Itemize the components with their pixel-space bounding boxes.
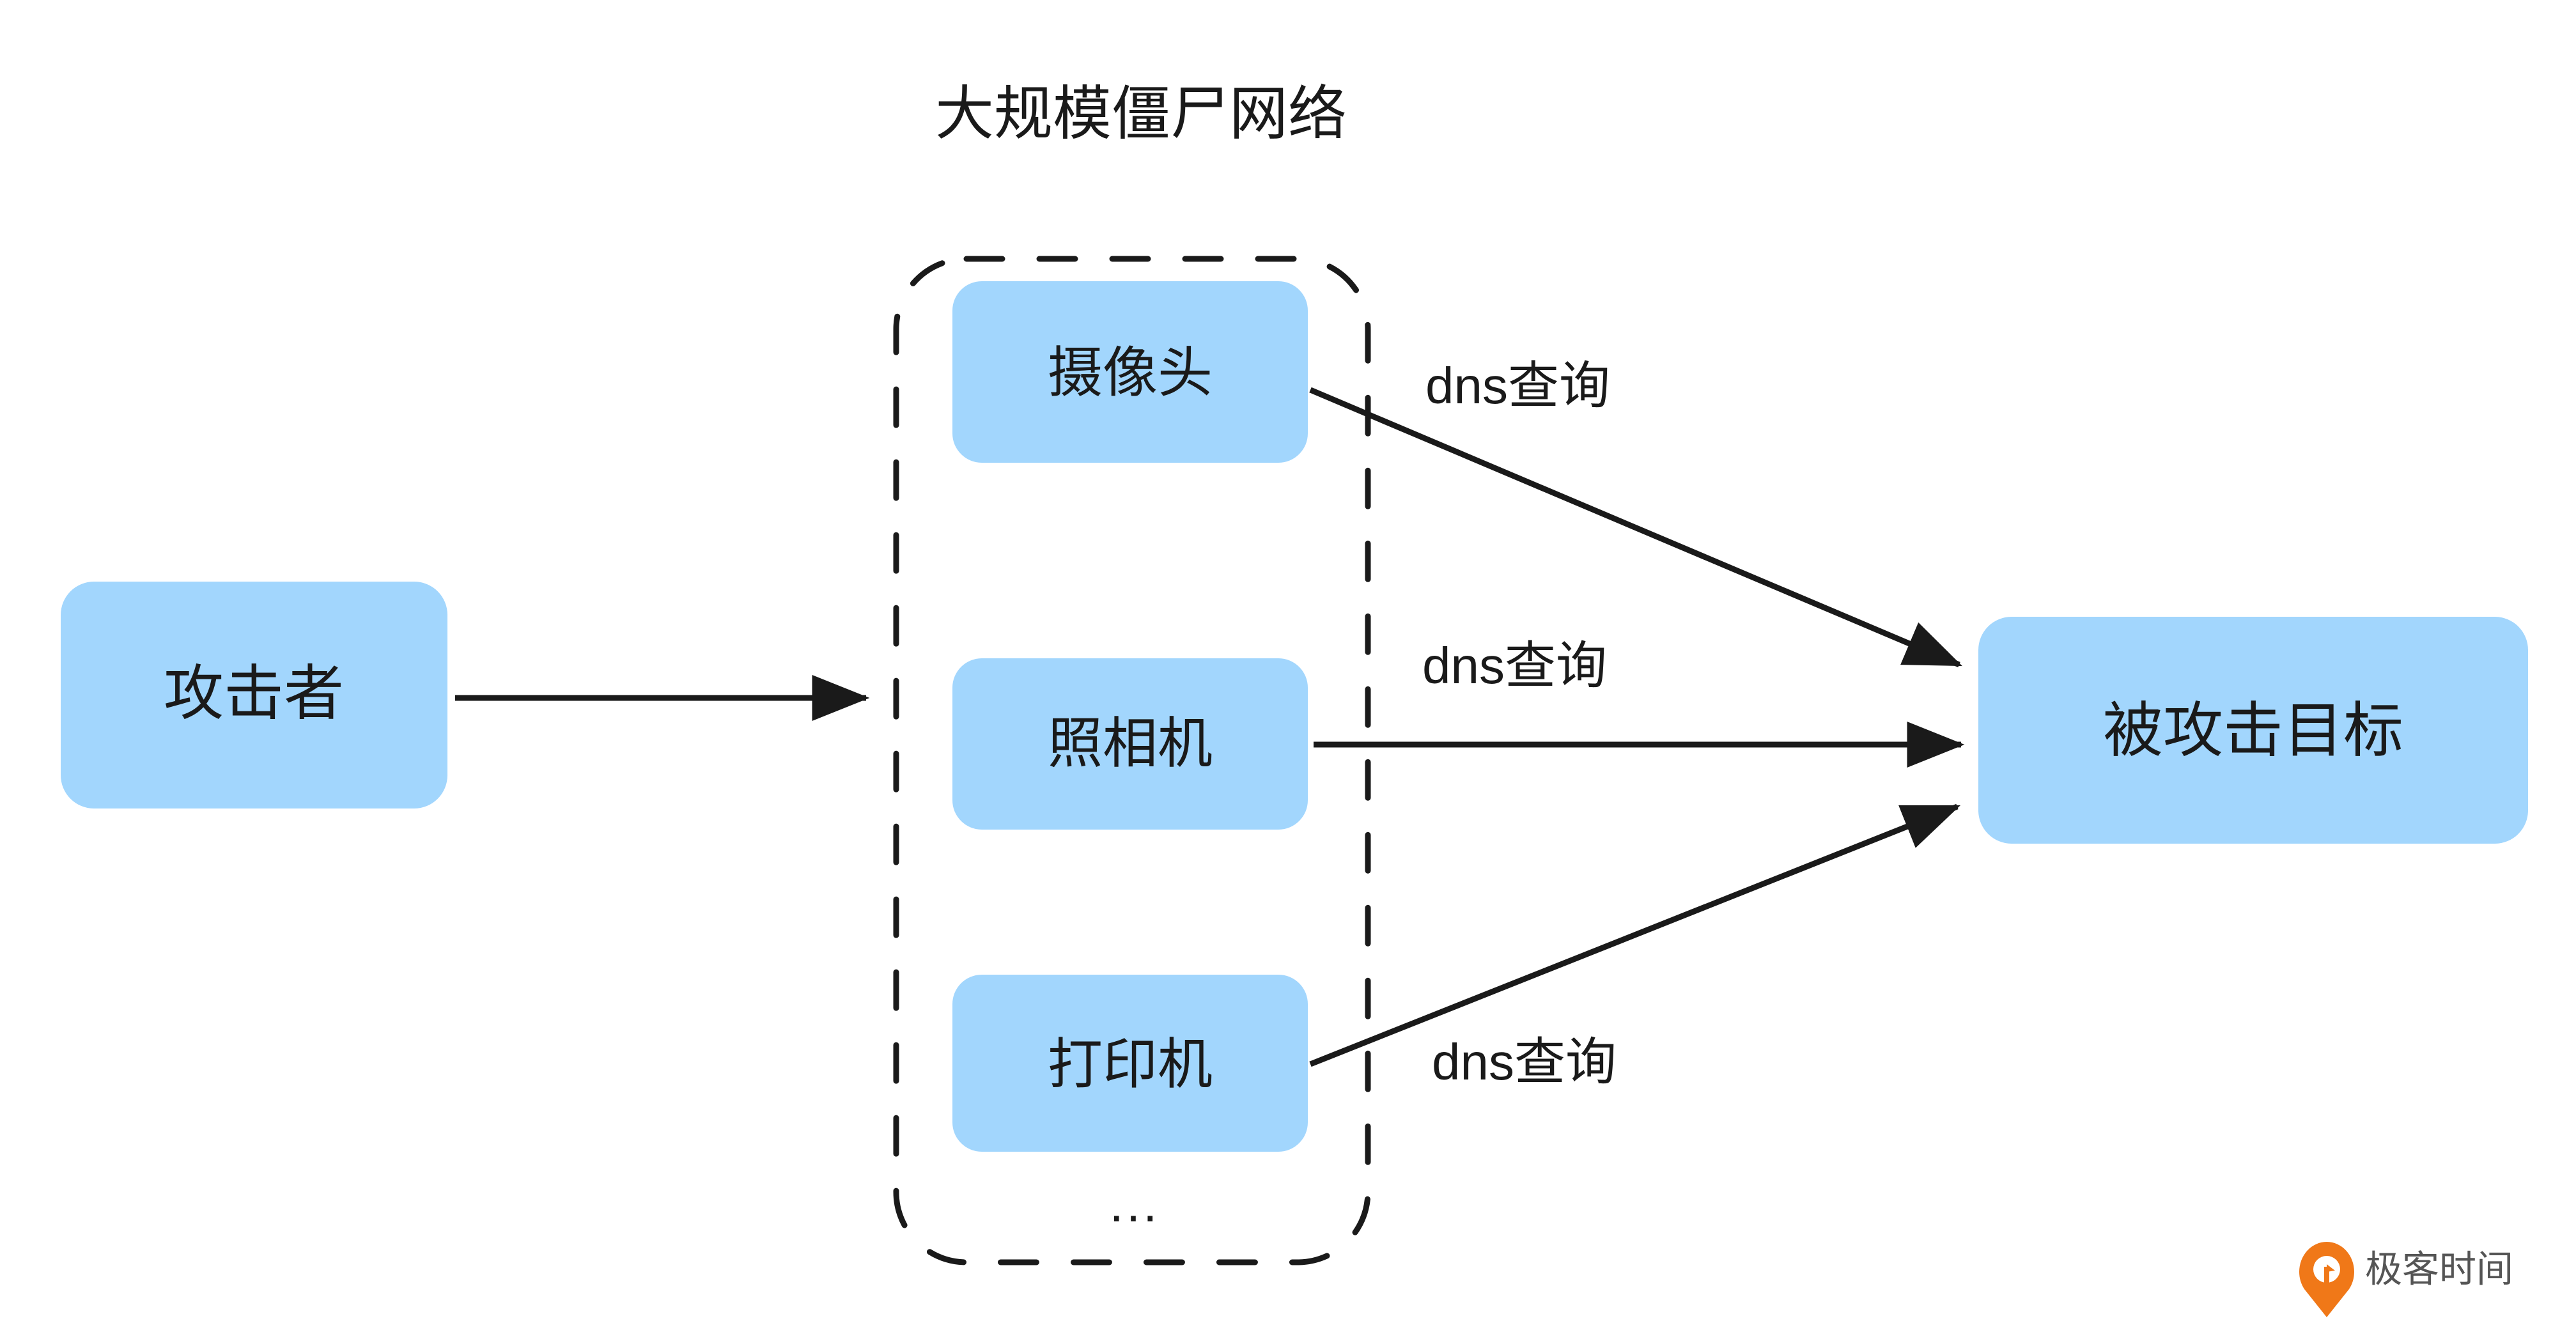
edge-printer-to-target xyxy=(1309,803,1961,1067)
edge-label-dns-top: dns查询 xyxy=(1425,357,1610,414)
device-label-2: 照相机 xyxy=(1048,713,1213,775)
target-label: 被攻击目标 xyxy=(2103,697,2403,764)
node-device-photocamera[interactable]: 照相机 xyxy=(952,658,1308,830)
node-device-camera[interactable]: 摄像头 xyxy=(952,281,1308,463)
node-attacker[interactable]: 攻击者 xyxy=(61,582,447,808)
device-box-2 xyxy=(952,658,1308,830)
edge-label-dns-bottom: dns查询 xyxy=(1432,1033,1617,1090)
watermark-label: 极客时间 xyxy=(2365,1248,2513,1290)
botnet-group-boundary xyxy=(893,256,1371,1265)
watermark: 极客时间 xyxy=(2299,1242,2513,1317)
diagram-title: 大规模僵尸网络 xyxy=(935,81,1347,146)
attacker-label: 攻击者 xyxy=(164,660,344,727)
edge-label-dns-middle: dns查询 xyxy=(1422,637,1607,694)
more-devices-ellipsis: ... xyxy=(1110,1175,1160,1232)
device-box-3 xyxy=(952,975,1308,1152)
device-box-1 xyxy=(952,281,1308,463)
attacker-box xyxy=(61,582,447,808)
geekbang-logo-icon xyxy=(2299,1242,2354,1317)
node-device-printer[interactable]: 打印机 xyxy=(952,975,1308,1152)
device-label-3: 打印机 xyxy=(1048,1034,1213,1095)
edge-camera-to-target xyxy=(1309,387,1962,668)
node-target[interactable]: 被攻击目标 xyxy=(1978,617,2528,844)
target-box xyxy=(1978,617,2528,844)
device-label-1: 摄像头 xyxy=(1048,343,1213,404)
